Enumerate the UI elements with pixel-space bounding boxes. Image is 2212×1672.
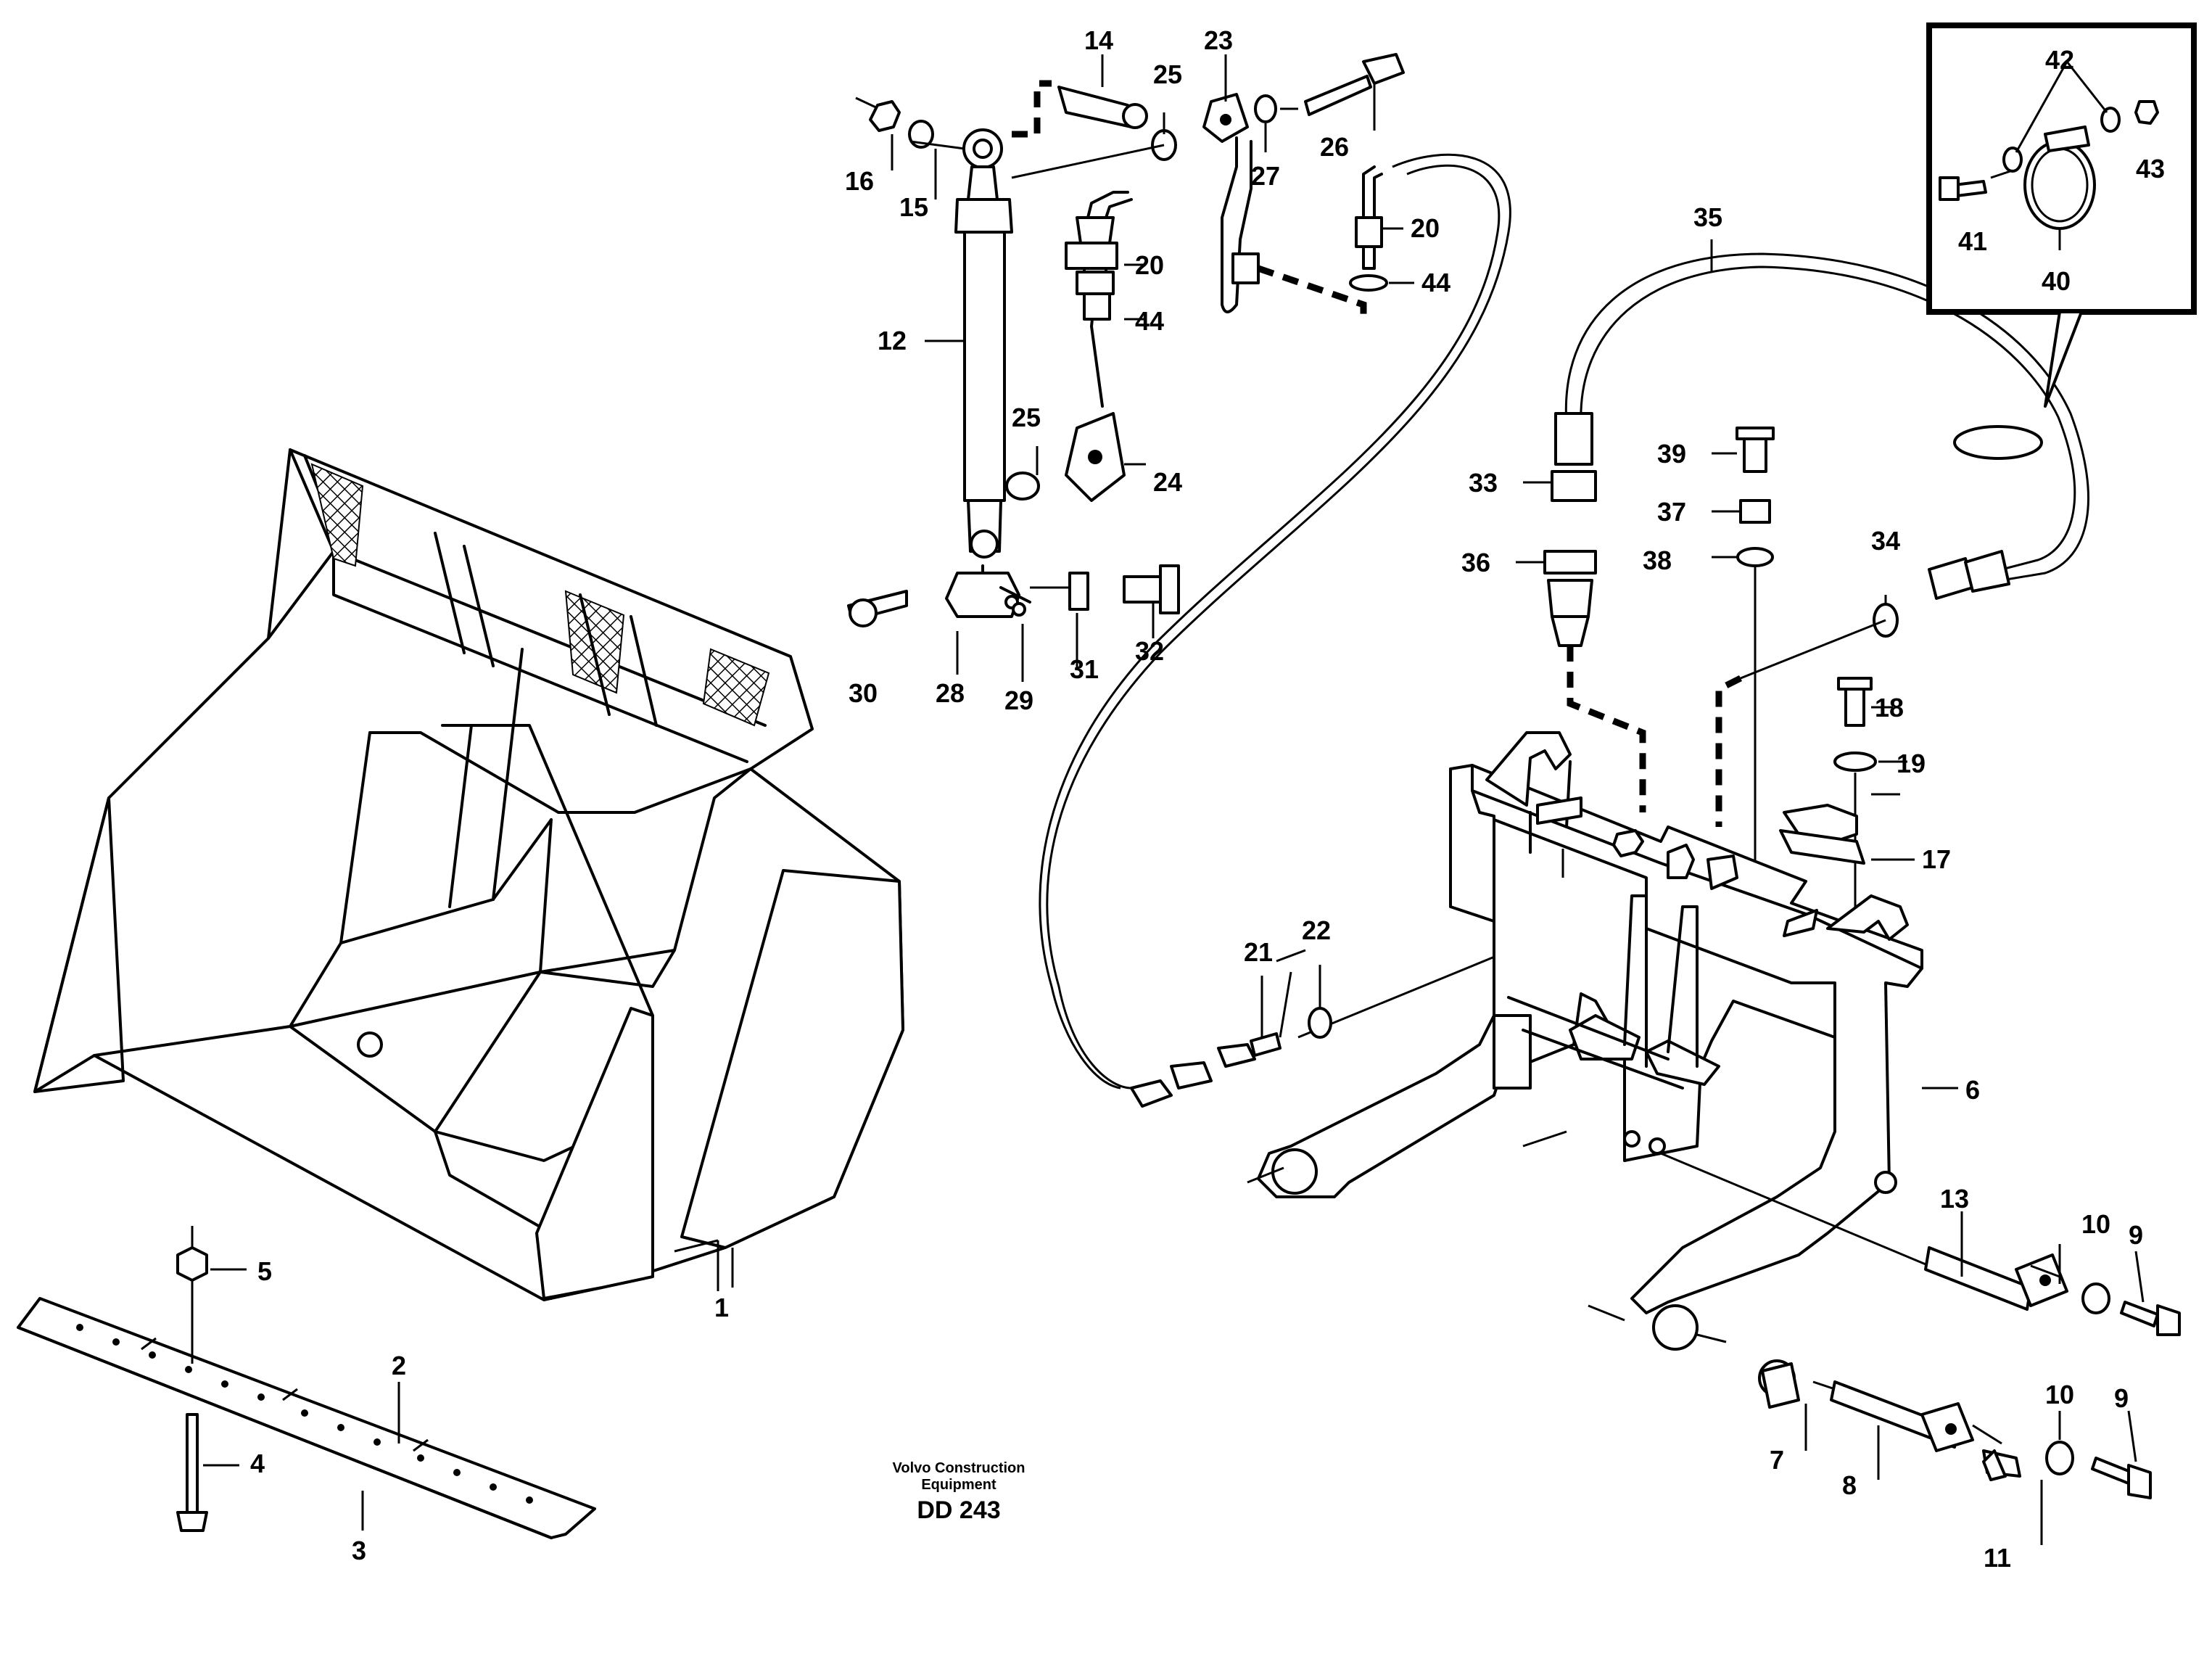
callout-24: 24 <box>1153 467 1182 497</box>
callout-18: 18 <box>1875 693 1904 722</box>
callout-15: 15 <box>899 192 928 222</box>
pins-bushings <box>1660 1152 2181 1499</box>
callout-20b: 20 <box>1411 213 1440 243</box>
callout-27: 27 <box>1251 161 1280 191</box>
callout-31: 31 <box>1070 654 1099 684</box>
callout-30: 30 <box>849 678 878 708</box>
callout-3: 3 <box>352 1536 366 1565</box>
callout-25a: 25 <box>1153 59 1182 89</box>
callout-44b: 44 <box>1421 268 1450 297</box>
callout-20a: 20 <box>1135 250 1164 280</box>
callout-9a: 9 <box>2129 1220 2143 1250</box>
callout-9b: 9 <box>2114 1383 2129 1413</box>
callout-13: 13 <box>1940 1184 1969 1214</box>
callout-34: 34 <box>1871 526 1900 556</box>
callout-43: 43 <box>2136 154 2165 184</box>
callout-21: 21 <box>1244 937 1273 967</box>
callout-23: 23 <box>1204 25 1233 55</box>
callout-14: 14 <box>1084 25 1113 55</box>
caption: Volvo Construction Equipment DD 243 <box>893 1460 1025 1524</box>
callout-2: 2 <box>392 1351 406 1380</box>
callout-5: 5 <box>257 1256 272 1286</box>
callout-17: 17 <box>1922 844 1951 874</box>
callout-39: 39 <box>1657 439 1686 469</box>
leader-lines <box>203 54 2145 1545</box>
callout-4: 4 <box>250 1449 265 1478</box>
caption-company-2: Equipment <box>921 1477 996 1493</box>
detail-inset <box>1926 22 2197 408</box>
attachment-bracket <box>1247 731 1958 1351</box>
callout-40: 40 <box>2042 266 2071 296</box>
callout-12: 12 <box>878 326 907 355</box>
callout-8: 8 <box>1842 1470 1857 1500</box>
callout-19: 19 <box>1897 749 1926 778</box>
cutting-edge <box>17 1226 596 1539</box>
bucket <box>33 448 904 1301</box>
callout-32: 32 <box>1135 636 1164 666</box>
callout-11: 11 <box>1984 1543 2011 1573</box>
callout-1: 1 <box>714 1293 729 1322</box>
drawing-code: DD 243 <box>917 1496 1000 1524</box>
callout-36: 36 <box>1461 548 1490 577</box>
callout-37: 37 <box>1657 497 1686 527</box>
callout-38: 38 <box>1643 545 1672 575</box>
callout-26: 26 <box>1320 132 1349 162</box>
callout-6: 6 <box>1965 1075 1980 1105</box>
callout-29: 29 <box>1004 685 1033 715</box>
hydraulic-cylinder <box>847 73 1180 627</box>
callout-22: 22 <box>1302 915 1331 945</box>
callout-28: 28 <box>936 678 965 708</box>
callout-44a: 44 <box>1135 306 1164 336</box>
callout-10b: 10 <box>2045 1380 2074 1409</box>
callout-25b: 25 <box>1012 403 1041 432</box>
callout-35: 35 <box>1693 202 1722 232</box>
caption-company: Volvo Construction <box>893 1460 1025 1476</box>
callout-10a: 10 <box>2081 1209 2110 1239</box>
callout-33: 33 <box>1469 468 1498 498</box>
callout-16: 16 <box>845 166 874 196</box>
callouts: 1 2 3 4 5 6 7 8 9 9 10 10 11 12 13 14 15… <box>250 25 2165 1573</box>
callout-42: 42 <box>2045 45 2074 75</box>
hose-35 <box>1516 252 2089 936</box>
callout-7: 7 <box>1770 1445 1784 1475</box>
link-rod <box>1202 53 1405 319</box>
callout-41: 41 <box>1958 226 1987 256</box>
